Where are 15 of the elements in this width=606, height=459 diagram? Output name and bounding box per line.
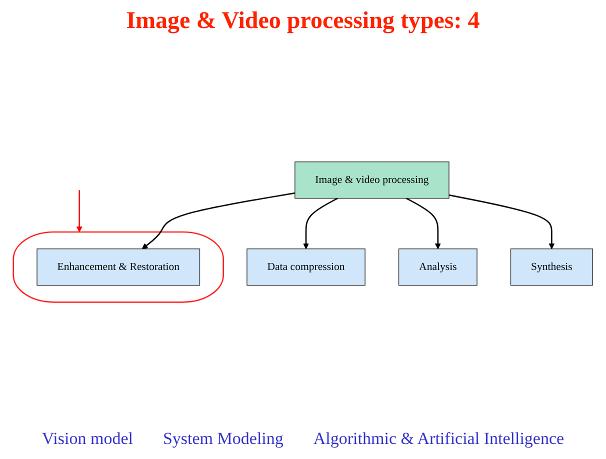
cluster	[12, 231, 224, 303]
arrow	[142, 192, 296, 250]
annotation-text: Algorithmic & Artificial Intelligence	[313, 429, 564, 449]
arrow	[76, 190, 82, 232]
annotation-text: Vision model	[42, 429, 133, 449]
node-box: Enhancement & Restoration	[36, 248, 200, 286]
annotation-text: System Modeling	[162, 429, 284, 449]
node-box: Analysis	[398, 248, 478, 286]
node-box: Image & video processing	[294, 162, 450, 199]
arrow	[448, 194, 555, 250]
diagram-title: Image & Video processing types: 4	[126, 8, 480, 35]
node-box: Data compression	[246, 248, 366, 286]
node-box: Synthesis	[510, 248, 593, 286]
arrow	[406, 198, 441, 250]
arrow	[303, 198, 338, 250]
